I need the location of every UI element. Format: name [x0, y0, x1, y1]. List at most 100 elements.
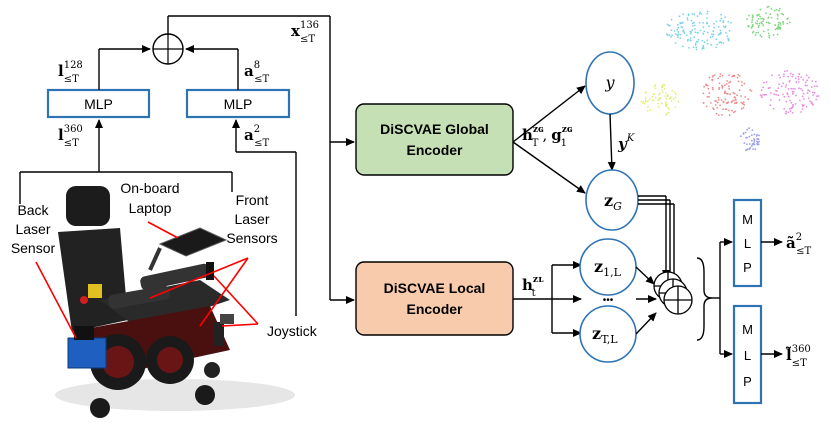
cluster-point: [778, 9, 780, 12]
cluster-point: [712, 88, 714, 91]
cluster-point: [757, 31, 760, 34]
cluster-green: [746, 5, 791, 39]
local-encoder-label-2: Encoder: [406, 301, 463, 317]
cluster-point: [734, 98, 737, 101]
cluster-point: [736, 94, 738, 96]
cluster-point: [747, 98, 750, 101]
cluster-point: [733, 99, 735, 102]
cluster-point: [689, 37, 692, 39]
to-output-mlps-lines: [712, 238, 733, 358]
cluster-point: [718, 86, 721, 89]
cluster-point: [663, 84, 666, 86]
cluster-point: [681, 26, 684, 29]
cluster-point: [782, 82, 785, 85]
concat-bracket: [696, 257, 713, 341]
cluster-point: [749, 89, 751, 91]
cluster-point: [708, 25, 710, 28]
cluster-point: [702, 26, 705, 29]
cluster-point: [662, 84, 665, 86]
mlp-joystick-label: MLP: [224, 96, 253, 112]
cluster-point: [728, 30, 731, 32]
cluster-point: [681, 45, 684, 48]
cluster-point: [726, 80, 729, 82]
cluster-point: [666, 112, 669, 115]
cluster-point: [751, 24, 754, 26]
cluster-point: [671, 89, 674, 92]
cluster-point: [670, 29, 673, 32]
cluster-point: [794, 103, 797, 105]
cluster-point: [666, 93, 669, 96]
cluster-point: [708, 95, 710, 98]
cluster-point: [798, 73, 801, 76]
cluster-point: [792, 103, 794, 106]
cluster-point: [664, 95, 667, 97]
cluster-point: [774, 24, 777, 26]
cluster-point: [745, 149, 747, 152]
cluster-point: [808, 90, 811, 93]
cluster-point: [706, 10, 709, 13]
cluster-point: [783, 107, 786, 110]
cluster-point: [778, 99, 781, 101]
local-encoder-box: [355, 261, 514, 336]
cluster-point: [798, 87, 800, 90]
cluster-point: [801, 89, 804, 92]
cluster-point: [694, 31, 697, 34]
output-laser-label: l̃360≤T: [785, 344, 811, 369]
cluster-point: [722, 20, 725, 22]
cluster-point: [794, 88, 796, 90]
cluster-point: [719, 29, 722, 32]
cluster-point: [791, 106, 794, 109]
cluster-point: [642, 100, 645, 103]
cluster-point: [675, 93, 677, 96]
cluster-point: [648, 98, 651, 101]
cluster-point: [772, 107, 775, 110]
cluster-point: [801, 108, 804, 110]
cluster-point: [805, 105, 808, 108]
cluster-point: [715, 112, 718, 115]
cluster-point: [701, 39, 704, 42]
cluster-point: [756, 22, 759, 25]
cluster-red: [702, 73, 753, 117]
cluster-point: [789, 110, 792, 112]
cluster-point: [769, 92, 772, 94]
cluster-point: [786, 22, 789, 25]
cluster-point: [782, 23, 785, 25]
ellipsis-dots: •••: [603, 295, 614, 306]
l360-label: l360≤T: [58, 124, 83, 149]
cluster-point: [711, 35, 714, 38]
cluster-point: [770, 17, 773, 19]
cluster-point: [668, 97, 671, 100]
z1l-node-label: z1,L: [594, 257, 622, 279]
cluster-point: [724, 84, 726, 87]
cluster-point: [806, 79, 808, 82]
cluster-point: [757, 26, 760, 28]
local-encoder-label-1: DiSCVAE Local: [384, 280, 486, 296]
cluster-point: [718, 82, 721, 85]
back-laser-label-2: Laser: [15, 221, 50, 237]
cluster-point: [657, 105, 660, 108]
cluster-point: [748, 127, 750, 130]
cluster-point: [702, 46, 704, 48]
cluster-point: [785, 84, 788, 86]
cluster-point: [781, 12, 783, 15]
cluster-point: [807, 97, 810, 100]
cluster-point: [753, 141, 756, 143]
cluster-point: [795, 81, 798, 84]
cluster-point: [749, 146, 752, 149]
cluster-point: [777, 87, 780, 90]
cluster-point: [753, 138, 755, 141]
cluster-point: [682, 13, 684, 16]
cluster-point: [740, 95, 742, 97]
cluster-point: [696, 15, 699, 17]
cluster-point: [652, 99, 655, 102]
cluster-point: [751, 143, 754, 146]
cluster-point: [703, 30, 706, 33]
cluster-point: [689, 32, 692, 35]
latent-cluster-illustration: [640, 5, 820, 152]
wheelchair-illustration: [55, 186, 295, 418]
cluster-point: [706, 39, 709, 42]
cluster-point: [665, 97, 668, 100]
cluster-point: [741, 84, 743, 87]
cluster-point: [765, 21, 768, 24]
cluster-point: [679, 21, 681, 24]
